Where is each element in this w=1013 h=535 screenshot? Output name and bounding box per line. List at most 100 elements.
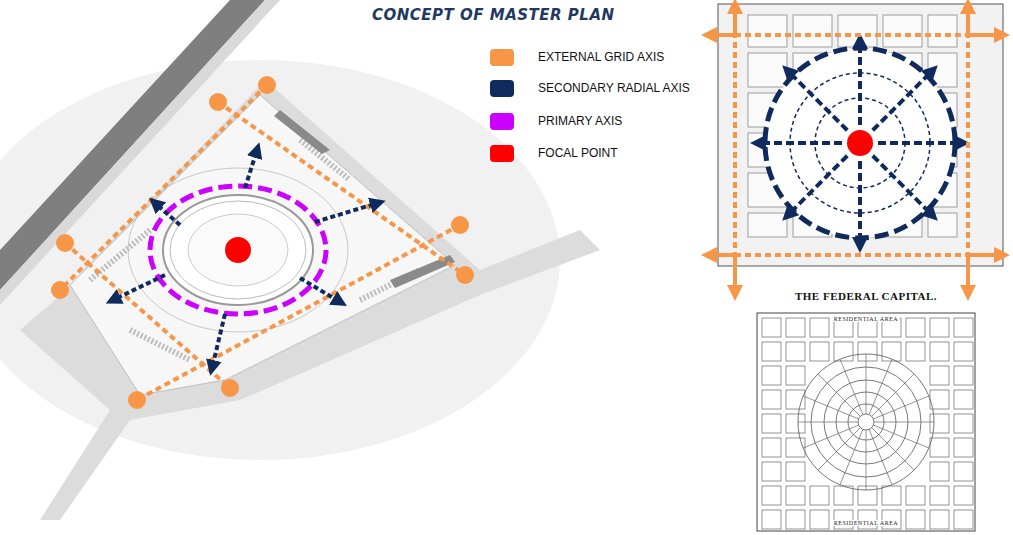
grid-node — [221, 379, 239, 397]
map-block — [930, 342, 949, 361]
map-block — [762, 414, 781, 433]
legend-swatch — [490, 113, 514, 130]
map-street — [866, 430, 867, 490]
grid-axis — [65, 243, 230, 388]
radial-axis — [878, 141, 962, 145]
map-block — [930, 510, 949, 529]
grid-axis — [137, 225, 460, 400]
area-label: RESIDENTIAL AREA — [832, 520, 900, 526]
map-block — [786, 366, 805, 385]
map-block — [930, 366, 949, 385]
radial-axis — [788, 71, 847, 130]
grid-node — [456, 266, 474, 284]
map-block — [762, 462, 781, 481]
map-block — [786, 342, 805, 361]
map-block — [810, 510, 829, 529]
city-block — [748, 213, 787, 237]
city-block — [748, 53, 787, 87]
radial-axis — [315, 203, 378, 222]
legend-swatch — [490, 145, 514, 162]
map-block — [786, 438, 805, 457]
grid-node — [258, 76, 276, 94]
map-block — [906, 510, 925, 529]
map-block — [834, 486, 853, 505]
focal-point — [225, 237, 251, 263]
primary-axis — [150, 186, 326, 314]
map-block — [930, 486, 949, 505]
map-block — [930, 462, 949, 481]
city-block — [838, 15, 877, 47]
map-block — [906, 342, 925, 361]
map-street — [872, 428, 914, 470]
radial-axis — [858, 41, 862, 125]
radial-axis — [300, 278, 340, 302]
legend-swatch — [490, 49, 514, 66]
map-block — [930, 438, 949, 457]
map-street — [866, 354, 867, 414]
map-block — [906, 486, 925, 505]
legend-text: EXTERNAL GRID AXIS — [538, 50, 664, 64]
radial-axis — [212, 314, 225, 368]
map-block — [954, 438, 973, 457]
title: CONCEPT OF MASTER PLAN — [372, 6, 615, 24]
grid-axis — [733, 12, 737, 285]
map-block — [930, 318, 949, 337]
map-block — [954, 342, 973, 361]
map-ring — [798, 354, 934, 490]
map-block — [930, 390, 949, 409]
grid-node — [56, 234, 74, 252]
map-block — [762, 318, 781, 337]
grid-arrow — [733, 255, 737, 293]
city-block — [928, 213, 957, 237]
map-block — [786, 486, 805, 505]
grid-arrow — [966, 255, 970, 293]
map-street — [869, 359, 892, 414]
map-street — [872, 374, 914, 416]
map-block — [954, 366, 973, 385]
map-block — [954, 510, 973, 529]
grid-node — [51, 281, 69, 299]
map-block — [954, 414, 973, 433]
grid-axis — [218, 102, 465, 275]
map-street — [803, 396, 858, 419]
map-ring — [858, 414, 874, 430]
map-block — [762, 510, 781, 529]
map-block — [954, 318, 973, 337]
grid-arrow — [709, 253, 735, 257]
grid-node — [128, 391, 146, 409]
map-title: THE FEDERAL CAPITAL. — [795, 290, 937, 302]
site-plan — [0, 0, 600, 520]
legend-text: PRIMARY AXIS — [538, 114, 622, 128]
legend-swatch — [490, 80, 514, 97]
city-map — [757, 313, 975, 531]
plan-sketch — [718, 4, 1003, 266]
map-street — [873, 396, 928, 419]
map-street — [873, 425, 928, 448]
map-block — [882, 342, 901, 361]
grid-arrow — [966, 6, 970, 35]
grid-arrow — [709, 33, 735, 37]
radial-axis — [758, 141, 842, 145]
map-block — [786, 414, 805, 433]
map-block — [810, 486, 829, 505]
map-block — [930, 414, 949, 433]
radial-axis — [858, 161, 862, 245]
focal-point — [847, 130, 873, 156]
map-street — [818, 428, 860, 470]
map-street — [869, 429, 892, 484]
area-label: RESIDENTIAL AREA — [832, 316, 900, 322]
map-block — [786, 318, 805, 337]
map-street — [798, 422, 858, 423]
legend-text: SECONDARY RADIAL AXIS — [538, 81, 690, 95]
map-street — [818, 374, 860, 416]
map-block — [954, 462, 973, 481]
city-block — [883, 15, 922, 47]
map-street — [803, 425, 858, 448]
map-block — [882, 486, 901, 505]
radial-axis — [113, 275, 165, 300]
map-block — [762, 390, 781, 409]
map-street — [874, 422, 934, 423]
grid-axis — [715, 253, 1003, 257]
map-block — [762, 342, 781, 361]
map-block — [954, 390, 973, 409]
